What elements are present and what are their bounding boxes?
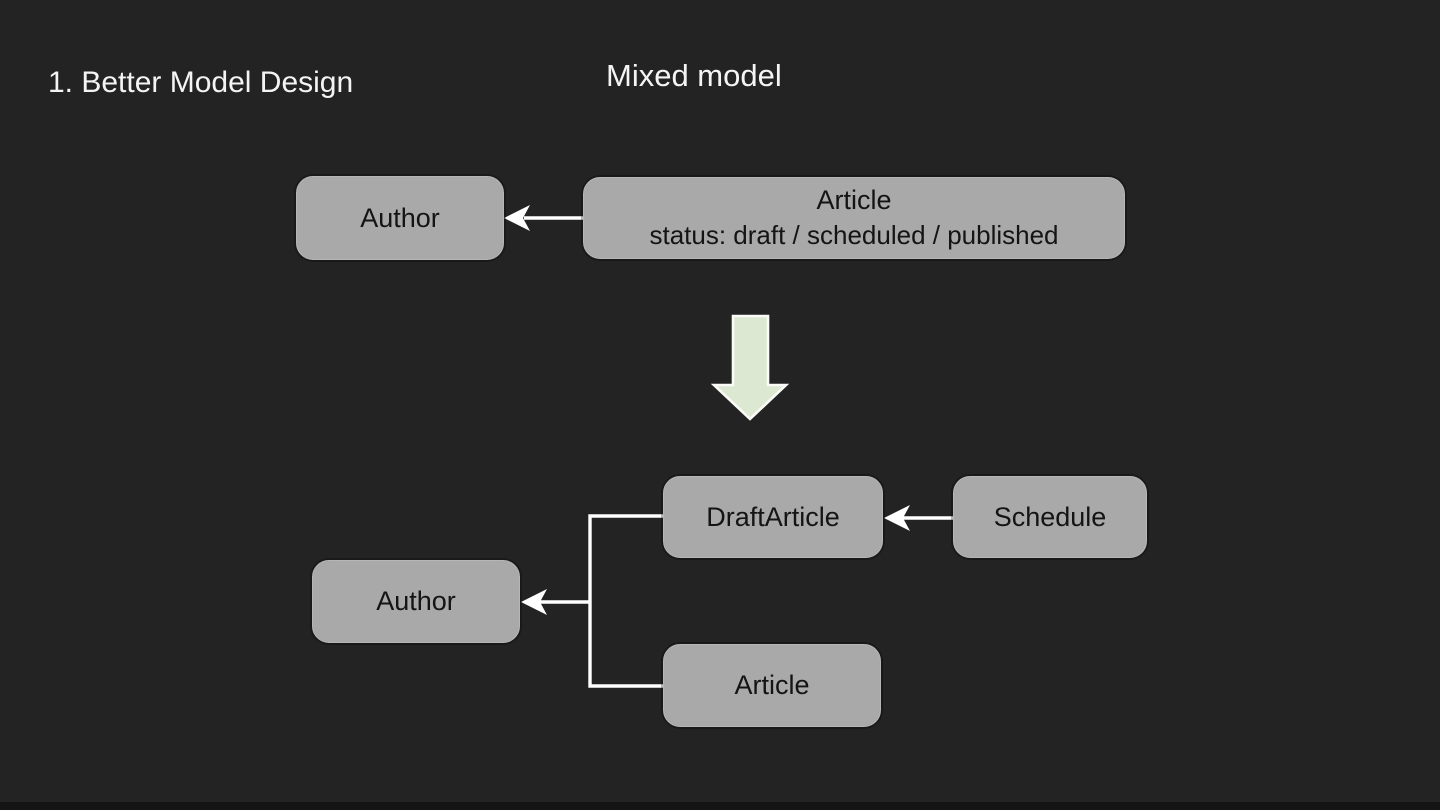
node-article-after: Article (663, 644, 881, 727)
arrowhead-left-icon (884, 505, 910, 531)
node-draftarticle-after: DraftArticle (663, 476, 883, 558)
edge-merge-bracket-line (588, 514, 663, 688)
node-label: Author (360, 202, 440, 233)
arrowhead-left-icon (504, 205, 530, 231)
node-sublabel: status: draft / scheduled / published (649, 220, 1059, 250)
node-author-before: Author (296, 176, 504, 260)
node-schedule-after: Schedule (953, 476, 1147, 558)
node-label: Author (376, 586, 456, 616)
diagram-title: Mixed model (606, 58, 782, 93)
node-article-before: Article status: draft / scheduled / publ… (583, 177, 1125, 259)
slide-title: 1. Better Model Design (48, 66, 354, 99)
node-label: Article (816, 185, 892, 215)
arrowhead-left-icon (521, 589, 547, 615)
node-label: Article (734, 670, 810, 700)
letterbox-bar (0, 802, 1440, 810)
node-label: Schedule (993, 501, 1107, 532)
down-block-arrow-icon (710, 314, 790, 421)
node-author-after: Author (312, 560, 520, 643)
node-label: DraftArticle (706, 501, 840, 532)
